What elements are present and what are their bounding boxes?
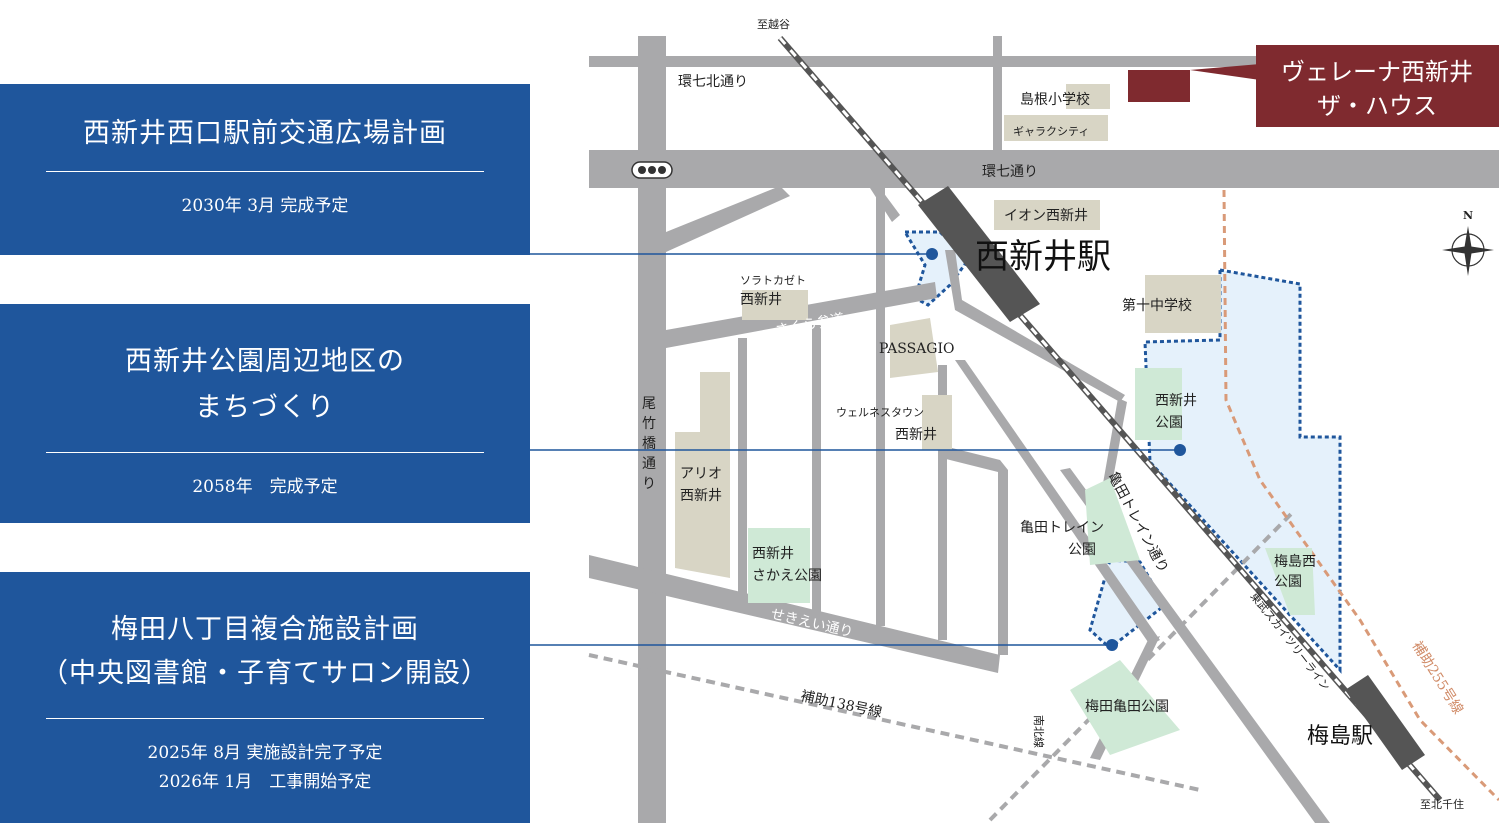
panel-title-line-1: 梅田八丁目複合施設計画 — [111, 614, 419, 645]
kannana-kita-road — [589, 56, 1499, 67]
destination-north: 至越谷 — [757, 17, 790, 31]
property-pointer — [1190, 64, 1260, 80]
kameda-park — [1085, 478, 1140, 565]
compass-icon — [1442, 226, 1494, 276]
seikiei-road — [589, 555, 1000, 673]
hojo255-label: 補助255号線 — [1409, 639, 1466, 718]
passagio-label: PASSAGIO — [879, 341, 954, 357]
dai10-school-label: 第十中学校 — [1122, 297, 1192, 314]
panel-date-2: 2026年 1月 工事開始予定 — [158, 772, 372, 792]
umeda-kameda-park — [1070, 660, 1180, 755]
connector-dot-3 — [1106, 639, 1118, 651]
umejima-nishi-park-label-2: 公園 — [1274, 574, 1302, 590]
panel-title-line-2: （中央図書館・子育てサロン開設） — [41, 658, 489, 689]
panel-date: 2030年 3月 完成予定 — [181, 196, 349, 216]
solatokazeto-label-2: 西新井 — [740, 292, 782, 308]
property-name-line-2: ザ・ハウス — [1317, 92, 1437, 120]
wellness-bldg — [922, 395, 952, 450]
panel-divider — [46, 718, 484, 719]
shimane-school-bldg — [1066, 84, 1110, 109]
panel-title-line-2: まちづくり — [195, 392, 335, 423]
kameda-park-label-1: 亀田トレイン — [1020, 520, 1104, 536]
gallery-city-bldg — [1004, 115, 1108, 141]
compass-north-label: N — [1463, 209, 1473, 222]
local-road — [812, 325, 821, 615]
kannana-label: 環七通り — [982, 164, 1038, 180]
nishiarai-station-label: 西新井駅 — [975, 237, 1111, 277]
umeda-kameda-park-label: 梅田亀田公園 — [1085, 699, 1169, 715]
property-callout — [1256, 45, 1499, 127]
otakebashi-label-char-2: 竹 — [642, 416, 656, 432]
ario-bldg — [675, 372, 730, 578]
nishiarai-park-label-1: 西新井 — [1155, 393, 1197, 409]
diag-road — [666, 186, 790, 252]
solatokazeto-label-1: ソラトカゼト — [740, 274, 806, 287]
local-road — [955, 360, 1160, 645]
dai10-school-bldg — [1145, 275, 1221, 333]
local-road — [876, 188, 885, 626]
panel-date: 2058年 完成予定 — [192, 477, 338, 497]
otakebashi-label-char-3: 橋 — [642, 436, 656, 452]
umejima-station-platform — [1345, 675, 1425, 770]
wellness-label-1: ウェルネスタウン — [836, 406, 924, 419]
info-panel-station-plaza: 西新井西口駅前交通広場計画 2030年 3月 完成予定 — [0, 84, 530, 255]
panel-date-1: 2025年 8月 実施設計完了予定 — [147, 743, 383, 763]
local-road — [738, 338, 747, 603]
umejima-station-label: 梅島駅 — [1307, 724, 1373, 749]
info-panel-umeda-complex: 梅田八丁目複合施設計画 （中央図書館・子育てサロン開設） 2025年 8月 実施… — [0, 572, 530, 823]
connector-dot-1 — [926, 248, 938, 260]
side-road — [993, 36, 1002, 156]
destination-south: 至北千住 — [1420, 797, 1464, 811]
otakebashi-label-char-5: り — [642, 476, 656, 492]
info-panel-park-district: 西新井公園周辺地区の まちづくり 2058年 完成予定 — [0, 304, 530, 523]
ring-road-sign-dot — [638, 166, 646, 174]
kannana-road — [589, 150, 1499, 188]
kannana-kita-label: 環七北通り — [678, 74, 748, 90]
aeon-label: イオン西新井 — [1004, 208, 1088, 224]
otakebashi-label-char-4: 通 — [642, 456, 656, 472]
property-name-line-1: ヴェレーナ西新井 — [1281, 58, 1473, 86]
aeon-bldg — [994, 200, 1100, 230]
nanboku-label: 南北線 — [1032, 715, 1046, 748]
otakebashi-label-char-1: 尾 — [642, 396, 656, 412]
ario-label-1: アリオ — [680, 466, 722, 482]
property-marker — [1128, 70, 1190, 102]
local-road — [945, 250, 1125, 402]
nishiarai-station-platform — [918, 186, 1040, 322]
wellness-label-2: 西新井 — [895, 427, 937, 443]
kameda-park-label-2: 公園 — [1068, 542, 1096, 558]
local-road — [940, 445, 1008, 655]
railway — [777, 36, 1443, 802]
ring-road-sign-dot — [658, 166, 666, 174]
panel-divider — [46, 452, 484, 453]
nishiarai-park-label-2: 公園 — [1155, 415, 1183, 431]
hojo138-label: 補助138号線 — [799, 688, 883, 721]
umejima-nishi-park-label-1: 梅島西 — [1274, 554, 1316, 570]
shimane-school-label: 島根小学校 — [1020, 91, 1090, 108]
passagio-bldg — [890, 318, 938, 378]
panel-title-line-1: 西新井公園周辺地区の — [125, 346, 405, 377]
local-road — [938, 365, 947, 640]
sakae-park-label-2: さかえ公園 — [752, 568, 822, 584]
ario-label-2: 西新井 — [680, 488, 722, 504]
umejima-nishi-park — [1265, 548, 1315, 615]
connector-dot-2 — [1174, 444, 1186, 456]
sakae-park — [748, 528, 810, 603]
nanboku-road — [988, 508, 1297, 822]
ring-road-sign-dot — [648, 166, 656, 174]
gallery-city-label: ギャラクシティ — [1013, 125, 1089, 138]
hojo255-road — [1222, 189, 1499, 802]
panel-divider — [46, 171, 484, 172]
nishiarai-park — [1135, 368, 1182, 440]
panel-title: 西新井西口駅前交通広場計画 — [83, 118, 447, 149]
solatokazeto-bldg — [742, 290, 808, 320]
sakae-park-label-1: 西新井 — [752, 546, 794, 562]
